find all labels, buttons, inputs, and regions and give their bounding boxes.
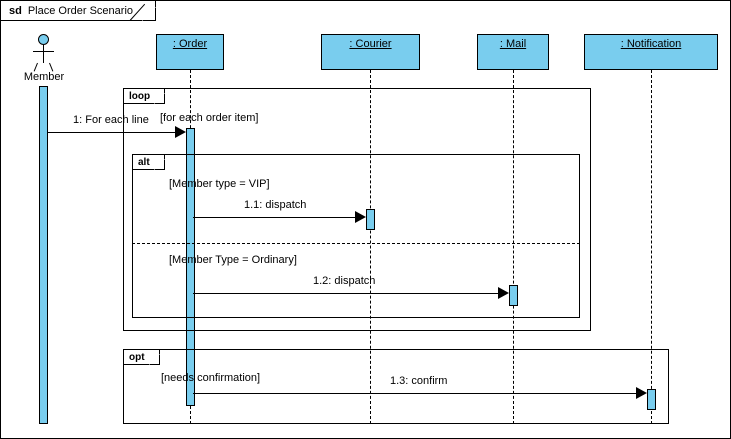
activation-bar-notification <box>647 389 656 410</box>
fragment-alt[interactable]: alt <box>132 154 580 318</box>
lifeline-head-mail[interactable]: : Mail <box>477 34 549 70</box>
fragment-alt-guard-vip: [Member type = VIP] <box>169 178 270 190</box>
lifeline-label-order: : Order <box>172 38 208 50</box>
message-arrowhead-1-1 <box>355 211 366 223</box>
fragment-alt-operator-tab: alt <box>133 155 165 170</box>
lifeline-label-courier: : Courier <box>349 38 392 50</box>
fragment-opt[interactable]: opt <box>123 349 669 424</box>
message-line-1-3[interactable] <box>193 393 639 394</box>
message-arrowhead-1 <box>175 126 186 138</box>
fragment-loop-operator-label: loop <box>129 90 151 102</box>
fragment-opt-operator-label: opt <box>129 351 145 363</box>
actor-spine-icon <box>43 45 44 63</box>
diagram-kind-keyword: sd <box>9 4 22 17</box>
lifeline-stem-courier <box>370 70 371 424</box>
fragment-tab-corner-icon <box>154 93 166 104</box>
frame-tab-corner-icon <box>142 7 157 21</box>
fragment-tab-corner-icon <box>153 159 165 170</box>
actor-label: Member <box>23 71 65 83</box>
actor-activation-bar <box>39 86 48 424</box>
fragment-opt-guard: [needs confirmation] <box>161 372 261 384</box>
message-label-1: 1: For each line <box>73 114 149 126</box>
message-label-1-1: 1.1: dispatch <box>244 199 307 211</box>
message-label-1-3: 1.3: confirm <box>390 375 448 387</box>
lifeline-head-order[interactable]: : Order <box>156 34 224 70</box>
actor-arms-icon <box>33 51 54 52</box>
diagram-title: Place Order Scenario <box>27 4 134 17</box>
fragment-alt-guard-ordinary: [Member Type = Ordinary] <box>169 254 297 266</box>
fragment-loop-guard: [for each order item] <box>160 112 259 124</box>
fragment-loop[interactable]: loop <box>123 88 591 331</box>
lifeline-label-mail: : Mail <box>499 38 527 50</box>
lifeline-head-notification[interactable]: : Notification <box>584 34 718 70</box>
message-arrowhead-1-2 <box>498 287 509 299</box>
lifeline-stem-mail <box>513 70 514 424</box>
message-line-1[interactable] <box>48 132 179 133</box>
fragment-opt-operator-tab: opt <box>124 350 160 365</box>
fragment-loop-operator-tab: loop <box>124 89 166 104</box>
activation-bar-mail <box>509 285 518 306</box>
activation-bar-courier <box>366 209 375 230</box>
lifeline-head-courier[interactable]: : Courier <box>321 34 420 70</box>
lifeline-label-notification: : Notification <box>620 38 682 50</box>
actor-head-icon <box>38 34 49 45</box>
fragment-alt-operand-divider <box>132 243 580 244</box>
message-line-1-2[interactable] <box>193 293 501 294</box>
message-line-1-1[interactable] <box>193 217 358 218</box>
fragment-alt-operator-label: alt <box>138 156 150 168</box>
fragment-tab-corner-icon <box>148 354 160 365</box>
diagram-frame-header: sd Place Order Scenario <box>1 1 157 21</box>
message-label-1-2: 1.2: dispatch <box>313 275 376 287</box>
lifeline-stem-notification <box>651 70 652 424</box>
message-arrowhead-1-3 <box>636 387 647 399</box>
activation-bar-order <box>186 128 195 406</box>
